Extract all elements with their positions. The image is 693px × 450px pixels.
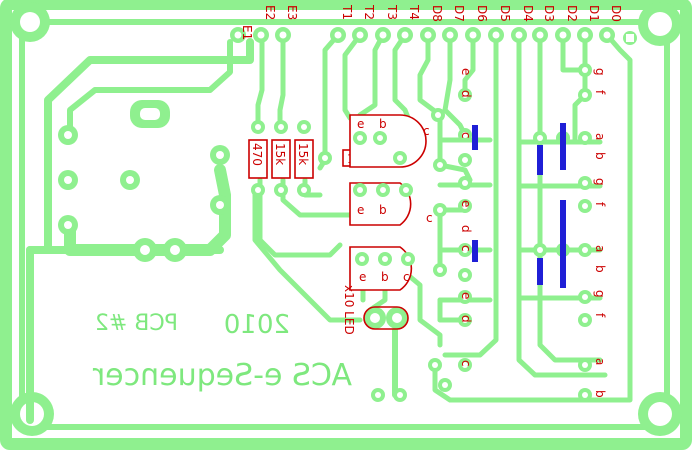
transistor-q2-emitter-label: e	[357, 203, 364, 217]
svg-text:c: c	[459, 360, 473, 367]
svg-text:e: e	[459, 292, 473, 299]
header-label-e2: E2	[263, 5, 277, 20]
header-pad-d3	[532, 27, 548, 43]
header-label-d8: D8	[430, 5, 444, 22]
header-label-t3: T3	[385, 4, 399, 20]
resistor-r1: 470	[248, 120, 268, 197]
header-label-d2: D2	[565, 5, 579, 22]
header-label-t2: T2	[362, 4, 376, 20]
svg-text:a: a	[593, 358, 607, 365]
svg-text:b: b	[593, 390, 607, 398]
header-pad-d1	[577, 27, 593, 43]
header-label-e1: E1	[240, 25, 254, 40]
svg-text:g: g	[593, 290, 607, 298]
header-pad-d6	[465, 27, 481, 43]
transistor-q3-base-label: b	[381, 270, 389, 284]
board-title: ACS e-Sequencer	[92, 358, 352, 393]
header-label-d7: D7	[452, 5, 466, 22]
power-traces	[26, 38, 254, 424]
svg-text:d: d	[459, 315, 473, 323]
resistor-r2: 15k	[271, 120, 291, 197]
mounting-hole-top-right	[638, 2, 682, 46]
header-pad-d8	[420, 27, 436, 43]
header-pad-t3	[375, 27, 391, 43]
svg-text:f: f	[593, 202, 607, 207]
board-pcb-number: PCB #2	[95, 311, 178, 336]
resistor-r2-value: 15k	[273, 143, 287, 165]
resistor-r1-value: 470	[250, 143, 264, 166]
svg-text:e: e	[459, 200, 473, 207]
header-pad-t1	[330, 27, 346, 43]
svg-text:b: b	[593, 265, 607, 273]
header-pad-e3	[275, 27, 291, 43]
transistor-q3-collector-label: c	[403, 270, 410, 284]
svg-text:e: e	[459, 68, 473, 75]
transistor-q2-base-label: b	[379, 203, 387, 217]
header-labels: E1 E2 E3 T1 T2 T3 T4 D8 D7 D6 D5 D4 D3 D…	[240, 4, 623, 40]
header-pad-d2	[555, 27, 571, 43]
svg-text:g: g	[593, 68, 607, 76]
display-left-column-pads	[458, 88, 472, 372]
power-connector-pads	[58, 125, 230, 262]
transistor-q2-collector-label: c	[426, 211, 433, 225]
svg-text:b: b	[593, 152, 607, 160]
header-pad-d0	[599, 27, 615, 43]
led-note: x10 LED	[342, 285, 356, 335]
svg-text:g: g	[593, 178, 607, 186]
header-pad-t2	[352, 27, 368, 43]
header-pad-d4	[511, 27, 527, 43]
header-pad-e1	[230, 27, 246, 43]
header-pad-d7	[442, 27, 458, 43]
svg-text:d: d	[459, 90, 473, 98]
signal-traces	[252, 32, 633, 403]
header-pad-d5	[488, 27, 504, 43]
header-label-d1: D1	[587, 5, 601, 22]
header-label-d0: D0	[609, 5, 623, 22]
transistor-q1: e b c	[349, 114, 430, 168]
mounting-hole-bottom-right	[638, 392, 682, 436]
board-year: 2010	[224, 310, 290, 340]
header-pads	[230, 27, 637, 45]
svg-text:a: a	[593, 133, 607, 140]
header-label-t1: T1	[340, 4, 354, 20]
segment-labels-right: g f a b g f a b g f a b	[593, 68, 607, 398]
header-label-d6: D6	[475, 5, 489, 22]
segment-labels-left: e d c e d c e d c	[459, 68, 473, 367]
jumper-wires	[472, 123, 566, 288]
svg-text:c: c	[459, 132, 473, 139]
resistor-r3-value: 15k	[296, 143, 310, 165]
header-label-d4: D4	[521, 5, 535, 22]
transistor-q1-emitter-label: e	[357, 117, 364, 131]
mounting-hole-top-left	[10, 2, 50, 42]
svg-text:a: a	[593, 245, 607, 252]
svg-text:f: f	[593, 90, 607, 95]
board-title-text: ACS e-Sequencer 2010 PCB #2	[92, 310, 352, 393]
header-label-e3: E3	[285, 5, 299, 20]
header-label-d3: D3	[542, 5, 556, 22]
led-pads: x10 LED	[342, 285, 409, 335]
misc-pads	[371, 108, 452, 402]
header-pad-e2	[253, 27, 269, 43]
header-pad-extra	[623, 31, 637, 45]
svg-text:d: d	[459, 225, 473, 233]
header-pad-t4	[397, 27, 413, 43]
svg-text:f: f	[593, 313, 607, 318]
regulator-tab	[130, 100, 170, 128]
transistor-q3: e b c	[349, 246, 415, 291]
transistor-q2: e b c	[349, 182, 433, 226]
resistor-r3: 15k	[294, 120, 314, 197]
header-label-t4: T4	[407, 4, 421, 20]
transistor-q3-emitter-label: e	[359, 270, 366, 284]
svg-text:c: c	[459, 245, 473, 252]
header-label-d5: D5	[498, 5, 512, 22]
transistor-q1-collector-label: c	[423, 124, 430, 138]
transistor-q1-base-label: b	[379, 117, 387, 131]
